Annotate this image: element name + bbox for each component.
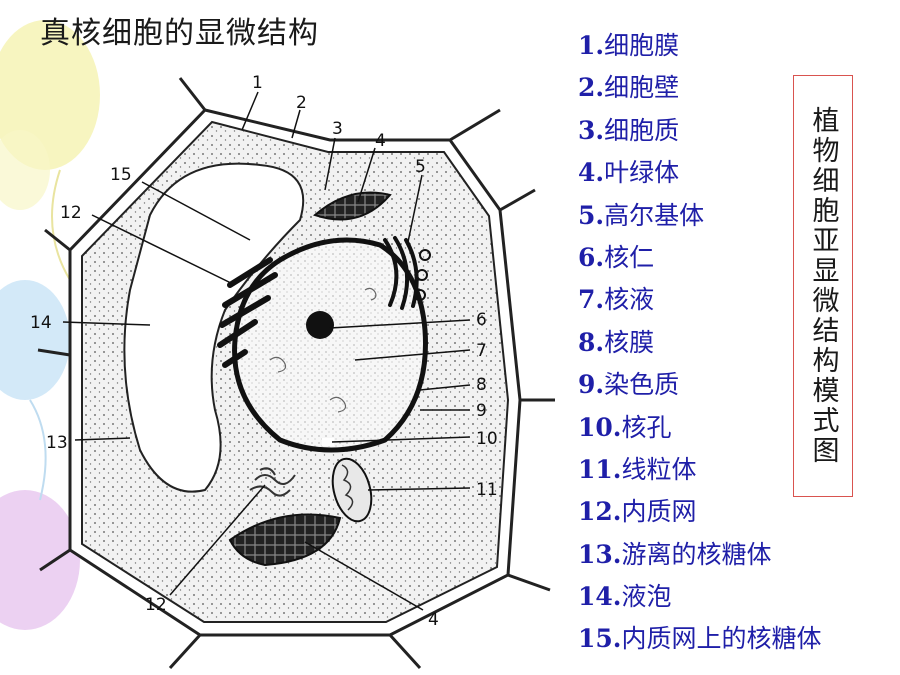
chloroplast-lower xyxy=(228,513,342,567)
legend-item: 7.核液 xyxy=(578,285,655,315)
diagram-label-8: 8 xyxy=(476,375,487,395)
side-title: 植物细胞亚显微结构模式图 xyxy=(807,106,839,466)
nuclear-pore xyxy=(322,438,334,446)
mitochondrion xyxy=(331,457,373,523)
side-title-box: 植物细胞亚显微结构模式图 xyxy=(793,75,853,497)
balloon-yellow-small xyxy=(0,130,50,210)
balloon-blue xyxy=(0,280,70,400)
golgi-vesicle xyxy=(414,289,426,301)
nucleolus xyxy=(306,311,334,339)
golgi-vesicle xyxy=(416,269,428,281)
legend-item: 14.液泡 xyxy=(578,582,672,612)
legend-item: 9.染色质 xyxy=(578,370,680,400)
diagram-label-9: 9 xyxy=(476,401,487,421)
page-title: 真核细胞的显微结构 xyxy=(40,16,319,51)
endoplasmic-reticulum xyxy=(217,257,278,368)
diagram-label-6: 6 xyxy=(476,310,487,330)
diagram-label-10: 10 xyxy=(476,429,498,449)
plant-cell-diagram: 1 2 3 4 5 15 12 14 6 7 8 9 13 10 11 12 4 xyxy=(30,73,555,670)
diagram-label-14: 14 xyxy=(30,313,52,333)
diagram-label-15: 15 xyxy=(110,165,132,185)
golgi-vesicle xyxy=(419,249,431,261)
legend-list: 1.细胞膜 2.细胞壁 3.细胞质 4.叶绿体 5.高尔基体 6.核仁 7.核液… xyxy=(578,30,822,666)
vacuole xyxy=(123,162,305,493)
legend-item: 10.核孔 xyxy=(578,412,672,442)
legend-item: 8.核膜 xyxy=(578,327,655,357)
golgi-apparatus xyxy=(383,236,419,310)
chloroplast-upper xyxy=(313,191,392,221)
er-tubules-lower xyxy=(249,467,296,497)
legend-item: 6.核仁 xyxy=(578,242,655,272)
legend-item: 2.细胞壁 xyxy=(578,73,680,103)
neighbor-cell-walls xyxy=(37,77,555,670)
diagram-label-5: 5 xyxy=(415,157,426,177)
diagram-label-12-lower: 12 xyxy=(145,595,167,615)
diagram-label-11: 11 xyxy=(476,480,498,500)
balloon-purple xyxy=(0,490,80,630)
legend-item: 5.高尔基体 xyxy=(578,200,705,230)
legend-item: 11.线粒体 xyxy=(578,454,697,484)
legend-item: 15.内质网上的核糖体 xyxy=(578,624,822,654)
diagram-label-3: 3 xyxy=(332,119,343,139)
diagram-label-2: 2 xyxy=(296,93,307,113)
mitochondrion-cristae xyxy=(341,464,354,511)
diagram-label-4-lower: 4 xyxy=(428,610,439,630)
balloon-string xyxy=(51,169,71,281)
diagram-label-12-upper: 12 xyxy=(60,203,82,223)
legend-item: 4.叶绿体 xyxy=(578,158,680,188)
chromatin xyxy=(269,287,377,413)
diagram-label-4-upper: 4 xyxy=(375,131,386,151)
balloon-string xyxy=(29,399,47,501)
legend-item: 1.细胞膜 xyxy=(578,31,680,60)
diagram-label-7: 7 xyxy=(476,341,487,361)
legend-item: 3.细胞质 xyxy=(578,115,680,145)
leader-lines xyxy=(62,91,471,611)
legend-item: 12.内质网 xyxy=(578,497,697,527)
diagram-label-1: 1 xyxy=(252,73,263,93)
legend-item: 13.游离的核糖体 xyxy=(578,539,772,569)
diagram-label-13: 13 xyxy=(46,433,68,453)
